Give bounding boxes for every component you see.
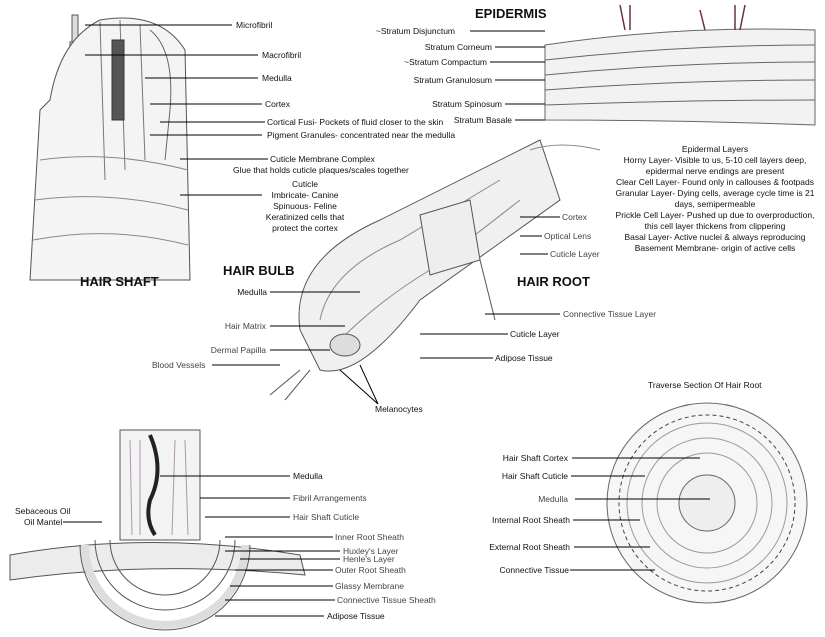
label-bulb-medulla: Medulla [237,287,267,297]
label-oil-mantel: Oil Mantel [24,517,63,527]
label-huxleys-layer: Huxley's Layer [343,546,399,556]
label-cortical-fusi: Cortical Fusi- Pockets of fluid closer t… [267,117,444,127]
label-hair-shaft-cuticle: Hair Shaft Cuticle [293,512,360,522]
label-stratum-spinosum: Stratum Spinosum [432,99,502,109]
label-cuticle-membrane-complex: Cuticle Membrane Complex [270,154,375,164]
label-root-cortex: Cortex [562,212,588,222]
label-pigment-granules: Pigment Granules- concentrated near the … [267,130,456,140]
label-connective-tissue: Connective Tissue [499,565,569,575]
layers-line: Granular Layer- Dying cells, average cyc… [615,188,815,198]
label-sebaceous-oil: Sebaceous Oil [15,506,71,516]
layers-line: Basement Membrane- origin of active cell… [634,243,796,253]
label-follicle-adipose-tissue: Adipose Tissue [327,611,385,621]
follicle-drawing [9,429,306,631]
label-stratum-disjunctum: ~Stratum Disjunctum [375,26,455,36]
layers-line: Epidermal Layers [681,144,749,154]
cuticle-note: Cuticle Imbricate- Canine Spinuous- Feli… [255,179,355,234]
label-adipose-tissue: Adipose Tissue [495,353,553,363]
epidermis-title: EPIDERMIS [475,6,547,21]
epidermis-drawing [544,4,816,126]
label-melanocytes: Melanocytes [375,404,423,414]
label-inner-root-sheath: Inner Root Sheath [335,532,404,542]
label-connective-tissue-layer: Connective Tissue Layer [563,309,657,319]
label-traverse-medulla: Medulla [538,494,568,504]
membrane-note: Glue that holds cuticle plaques/scales t… [233,165,409,175]
layers-line: Prickle Cell Layer- Pushed up due to ove… [615,210,815,220]
label-stratum-compactum: ~Stratum Compactum [404,57,487,67]
layers-line: this cell layer thickens from clippering [644,221,786,231]
label-cortex: Cortex [265,99,291,109]
label-root-cuticle-layer: Cuticle Layer [550,249,600,259]
label-follicle-medulla: Medulla [293,471,323,481]
cuticle-note-line: Cuticle [292,179,318,189]
leader-lines [63,24,710,617]
label-microfibril: Microfibril [236,20,273,30]
hair-bulb-title: HAIR BULB [223,263,295,278]
label-henles-layer: Henle's Layer [343,554,395,564]
label-stratum-corneum: Stratum Corneum [424,42,492,52]
hair-root-title: HAIR ROOT [517,274,590,289]
label-internal-root-sheath: Internal Root Sheath [492,515,570,525]
label-cuticle-layer: Cuticle Layer [510,329,560,339]
cuticle-note-line: Spinuous- Feline [273,201,337,211]
layers-line: Basal Layer- Active nuclei & always repr… [624,232,806,242]
hair-bulb-drawing [269,139,601,401]
traverse-section-drawing [606,402,808,604]
layers-line: Horny Layer- Visible to us, 5-10 cell la… [623,155,807,165]
label-blood-vessels: Blood Vessels [152,360,206,370]
label-hair-shaft-cortex: Hair Shaft Cortex [502,453,568,463]
label-glassy-membrane: Glassy Membrane [335,581,404,591]
label-stratum-granulosum: Stratum Granulosum [413,75,492,85]
label-traverse-hair-shaft-cuticle: Hair Shaft Cuticle [501,471,568,481]
layers-line: epidermal nerve endings are present [645,166,785,176]
label-medulla: Medulla [262,73,292,83]
epidermal-layers-text: Epidermal Layers Horny Layer- Visible to… [605,144,825,254]
label-fibril-arrangements: Fibril Arrangements [293,493,367,503]
label-connective-tissue-sheath: Connective Tissue Sheath [337,595,436,605]
cuticle-note-line: Keratinized cells that [265,212,345,222]
label-macrofibril: Macrofibril [262,50,302,60]
label-dermal-papilla: Dermal Papilla [210,345,266,355]
layers-line: days, semipermeable [674,199,756,209]
cuticle-note-line: protect the cortex [272,223,338,233]
label-hair-matrix: Hair Matrix [224,321,266,331]
hair-shaft-title: HAIR SHAFT [80,274,159,289]
traverse-title: Traverse Section Of Hair Root [648,380,762,390]
label-stratum-basale: Stratum Basale [453,115,512,125]
hair-shaft-drawing [29,14,191,281]
cuticle-note-line: Imbricate- Canine [271,190,339,200]
label-external-root-sheath: External Root Sheath [489,542,570,552]
layers-line: Clear Cell Layer- Found only in callouse… [616,177,814,187]
label-optical-lens: Optical Lens [544,231,592,241]
label-outer-root-sheath: Outer Root Sheath [335,565,406,575]
